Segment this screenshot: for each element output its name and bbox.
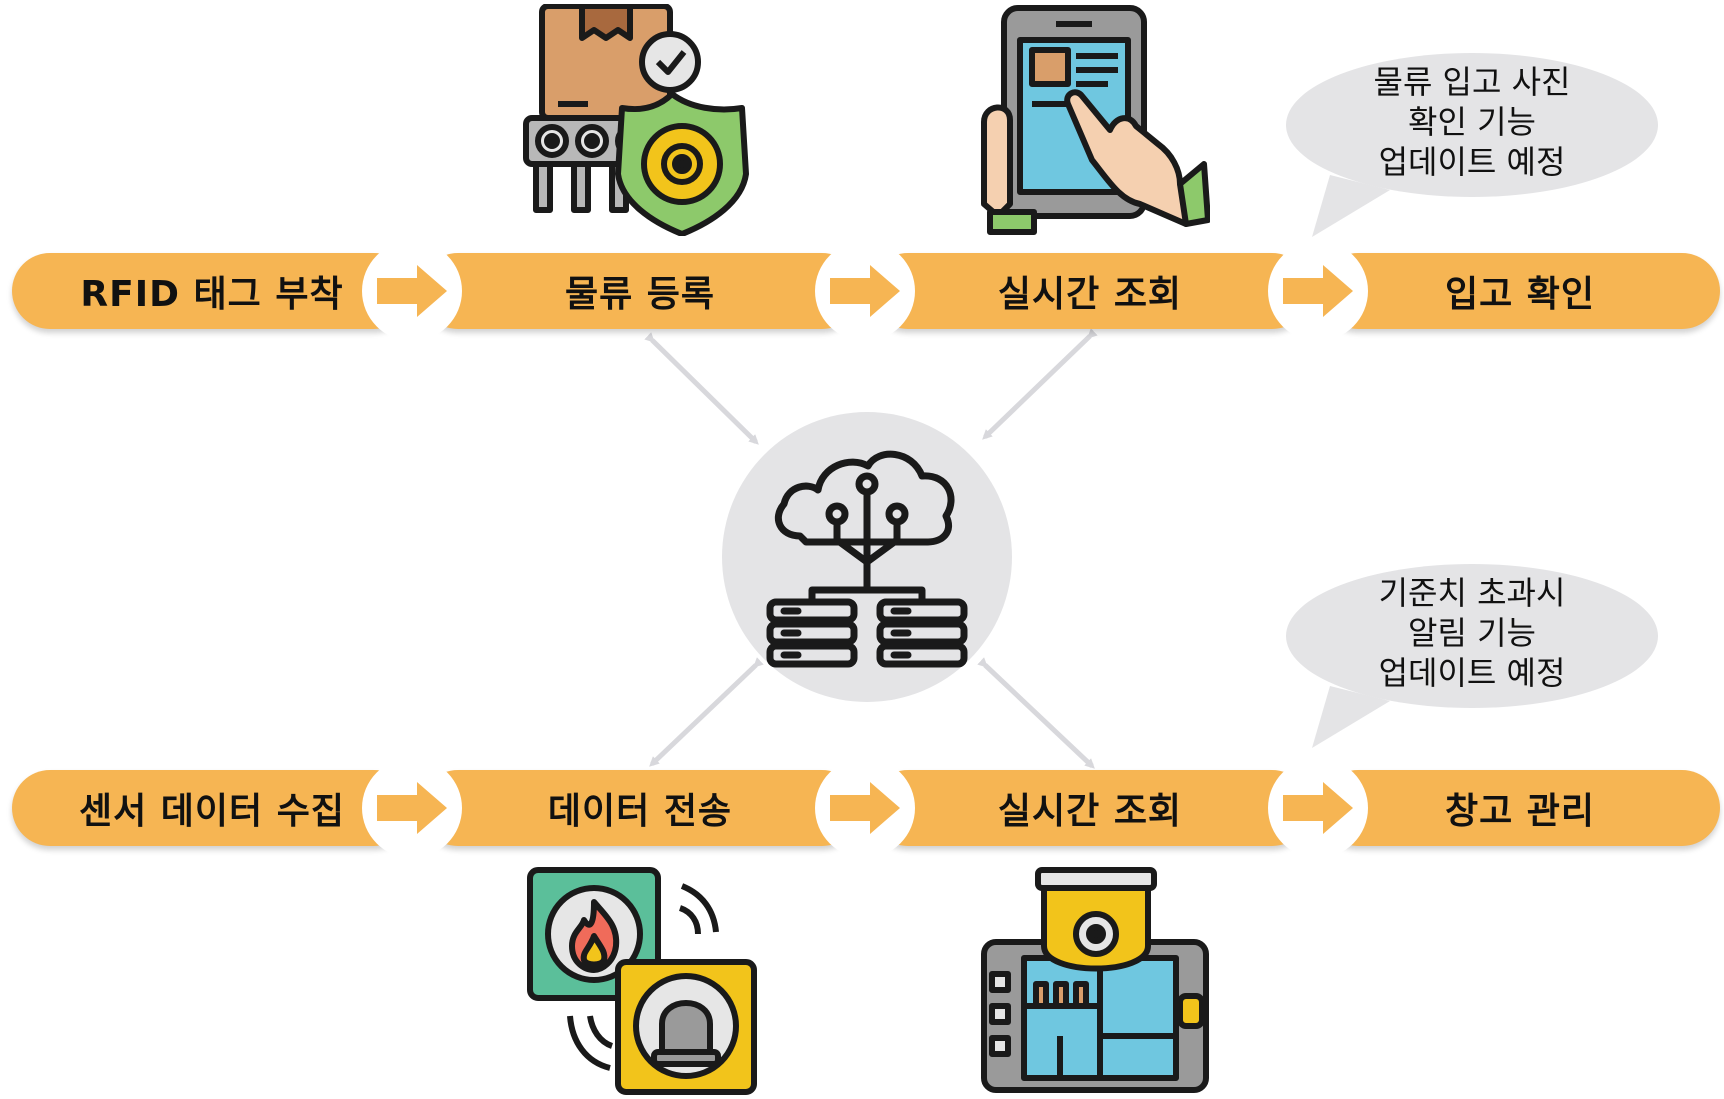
link-realtime-bottom-hub	[977, 657, 1095, 769]
callout-bottom-text: 기준치 초과시 알림 기능 업데이트 예정	[1322, 573, 1622, 693]
link-register-hub	[644, 332, 759, 445]
step-rfid-tag: RFID 태그 부착	[12, 253, 412, 329]
callout-line: 업데이트 예정	[1378, 143, 1566, 181]
bottom-process-row: 센서 데이터 수집 데이터 전송 실시간 조회 창고 관리	[0, 748, 1724, 868]
cloud-network-server-icon	[766, 450, 968, 668]
arrow-right-icon	[830, 782, 900, 834]
conveyor-box-shield-gear-icon	[523, 4, 749, 236]
callout-top-bubble	[1286, 53, 1658, 197]
callout-line: 물류 입고 사진	[1373, 63, 1571, 101]
step-arrival-check: 입고 확인	[1320, 253, 1720, 329]
top-process-row: RFID 태그 부착 물류 등록 실시간 조회 입고 확인	[0, 231, 1724, 351]
connector-1	[362, 758, 462, 858]
connector-1	[362, 241, 462, 341]
callout-line: 업데이트 예정	[1378, 654, 1566, 692]
connector-3	[1268, 241, 1368, 341]
tablet-touch-hand-icon	[981, 5, 1210, 235]
callout-line: 기준치 초과시	[1378, 574, 1566, 612]
cctv-tablet-map-icon	[981, 867, 1209, 1093]
link-transmit-hub	[649, 657, 764, 767]
arrow-right-icon	[1283, 265, 1353, 317]
step-register: 물류 등록	[420, 253, 860, 329]
callout-top-text: 물류 입고 사진 확인 기능 업데이트 예정	[1322, 62, 1622, 182]
step-label: 입고 확인	[1444, 274, 1595, 315]
cloud-hub	[722, 412, 1012, 702]
arrow-right-icon	[830, 265, 900, 317]
link-realtime-top-hub	[982, 328, 1098, 440]
connector-2	[815, 241, 915, 341]
callout-bottom-bubble	[1286, 564, 1658, 708]
connector-2	[815, 758, 915, 858]
step-label: 창고 관리	[1444, 791, 1595, 832]
step-label: 실시간 조회	[997, 791, 1183, 832]
step-label: RFID 태그 부착	[80, 274, 344, 315]
arrow-right-icon	[377, 782, 447, 834]
callout-top-tail	[1312, 175, 1390, 237]
connector-3	[1268, 758, 1368, 858]
step-realtime-query: 실시간 조회	[870, 770, 1310, 846]
step-label: 물류 등록	[564, 274, 715, 315]
callout-line: 알림 기능	[1408, 614, 1536, 652]
step-data-transmit: 데이터 전송	[420, 770, 860, 846]
arrow-right-icon	[377, 265, 447, 317]
arrow-right-icon	[1283, 782, 1353, 834]
step-warehouse-manage: 창고 관리	[1320, 770, 1720, 846]
step-realtime-query: 실시간 조회	[870, 253, 1310, 329]
fire-alarm-sensor-icon	[527, 867, 757, 1095]
callout-line: 확인 기능	[1408, 103, 1536, 141]
callout-bottom-tail	[1312, 686, 1390, 748]
step-sensor-collect: 센서 데이터 수집	[12, 770, 412, 846]
step-label: 센서 데이터 수집	[79, 791, 345, 832]
step-label: 데이터 전송	[547, 791, 733, 832]
step-label: 실시간 조회	[997, 274, 1183, 315]
